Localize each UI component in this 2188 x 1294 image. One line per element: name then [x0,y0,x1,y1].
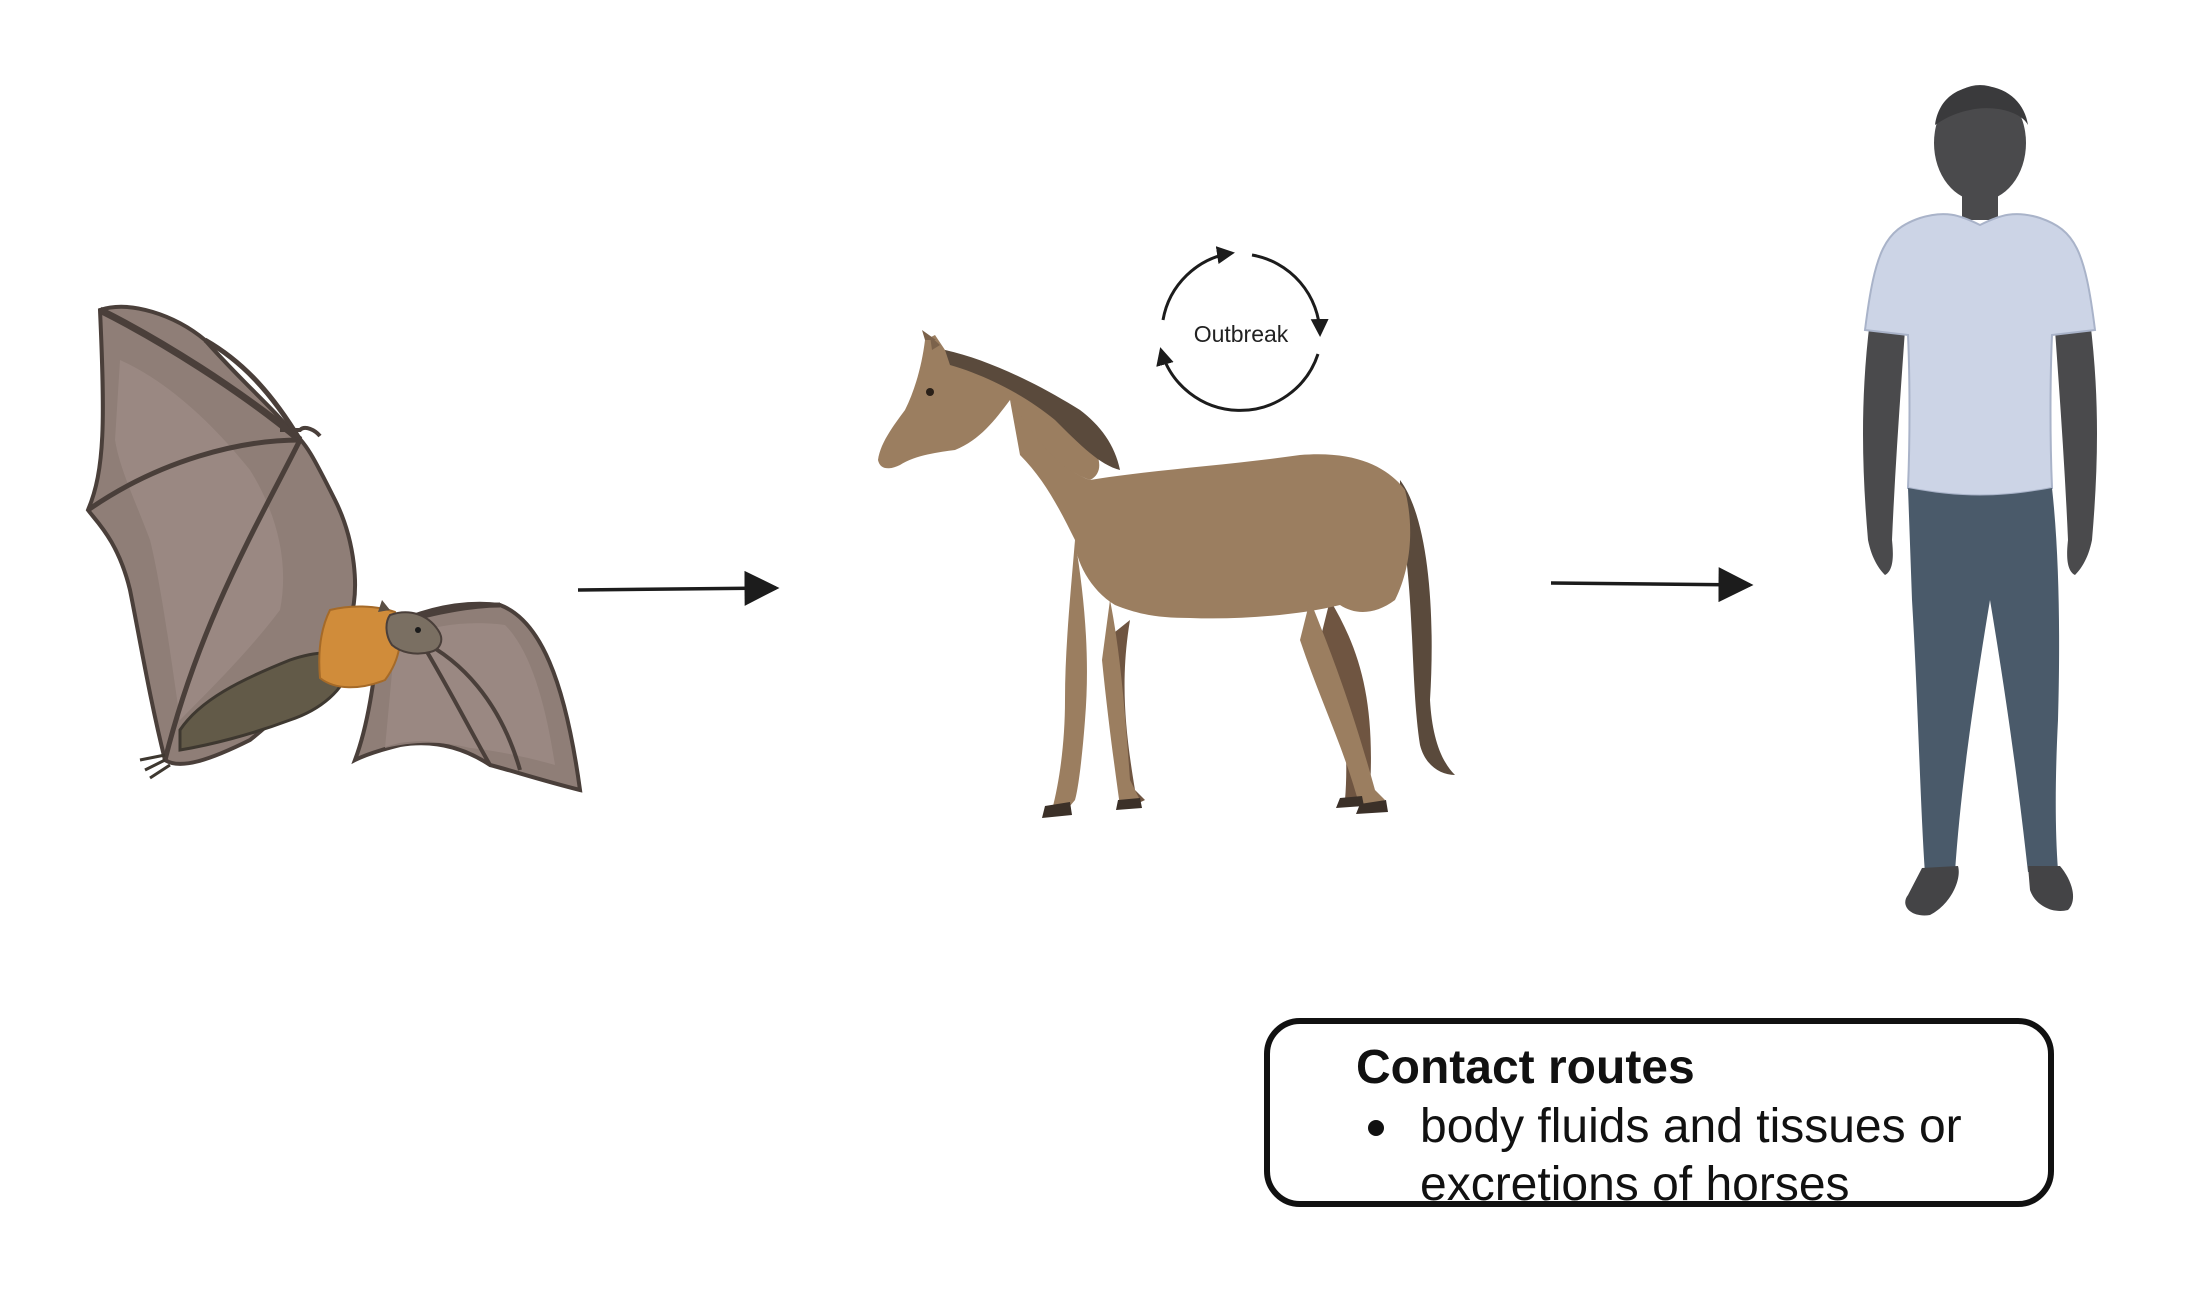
contact-route-text: body fluids and tissues or excretions of… [1420,1100,1962,1211]
outbreak-cycle-icon: Outbreak [1156,246,1329,412]
arrow-bat-to-horse [577,570,780,606]
contact-routes-title: Contact routes [1356,1041,1695,1094]
fruit-bat-icon [85,304,583,793]
contact-routes-box: Contact routes body fluids and tissues o… [1264,1018,2054,1211]
human-figure-icon [1863,85,2097,916]
bullet-icon [1368,1120,1384,1136]
horse-icon [878,330,1455,818]
list-item: body fluids and tissues or excretions of… [1358,1098,1980,1214]
contact-routes-list: body fluids and tissues or excretions of… [1358,1098,1980,1214]
outbreak-label: Outbreak [1194,321,1289,347]
arrow-horse-to-human [1550,567,1754,603]
